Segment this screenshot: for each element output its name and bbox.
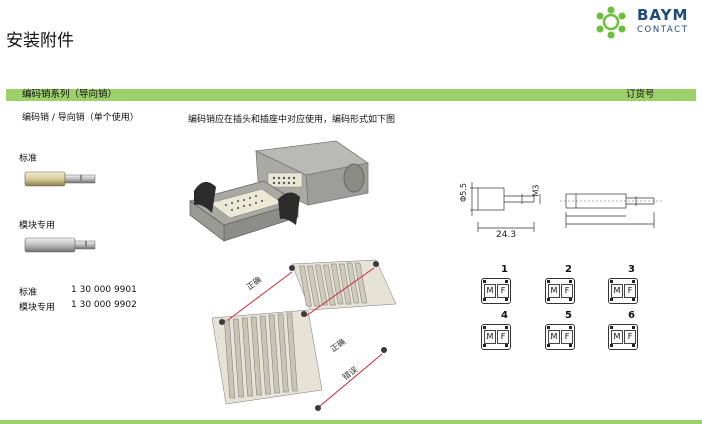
section-title: 编码销系列（导向销） <box>22 89 118 100</box>
coding-corner-dot <box>483 280 486 283</box>
coding-form-number: 6 <box>628 310 635 321</box>
coding-form-number: 1 <box>501 264 508 275</box>
order-row-standard: 标准 1 30 000 9901 <box>19 285 137 298</box>
coding-cell-male: M <box>611 330 623 344</box>
coding-cell-male: M <box>484 330 496 344</box>
module-pin-drawing <box>560 193 662 228</box>
coding-corner-dot <box>610 326 613 329</box>
coding-form-number: 5 <box>565 310 572 321</box>
dimension-thread: M3 <box>531 184 541 197</box>
order-row-code: 1 30 000 9902 <box>71 300 137 310</box>
label-module: 模块专用 <box>19 221 56 231</box>
order-number-heading: 订货号 <box>626 89 655 100</box>
coding-form-number: 4 <box>501 310 508 321</box>
coding-cell-male: M <box>548 330 560 344</box>
module-frame-image <box>211 259 397 411</box>
baym-logo-icon <box>596 6 626 39</box>
dimension-diameter: Φ5.5 <box>459 182 469 203</box>
coding-corner-dot <box>632 280 635 283</box>
order-row-code: 1 30 000 9901 <box>71 285 137 295</box>
coding-corner-dot <box>505 280 508 283</box>
page-title: 安装附件 <box>6 31 74 51</box>
coding-corner-dot <box>547 326 550 329</box>
dimension-length: 24.3 <box>496 230 517 240</box>
coding-form-number: 3 <box>628 264 635 275</box>
order-row-name: 标准 <box>19 288 38 298</box>
coding-corner-dot <box>505 344 508 347</box>
order-row-name: 模块专用 <box>19 303 56 313</box>
coding-corner-dot <box>569 344 572 347</box>
connector-housing-image <box>189 140 370 242</box>
coding-corner-dot <box>632 298 635 301</box>
label-standard: 标准 <box>19 154 38 164</box>
coding-cell-male: M <box>548 284 560 298</box>
order-row-module: 模块专用 1 30 000 9902 <box>19 300 137 313</box>
coding-corner-dot <box>483 326 486 329</box>
coding-corner-dot <box>505 326 508 329</box>
module-pin-image <box>24 237 96 253</box>
logo-brand: BAYM <box>637 6 689 24</box>
footer-bar <box>0 420 702 424</box>
coding-pin-heading: 编码销 / 导向销（单个使用） <box>22 113 139 123</box>
standard-pin-image <box>24 171 96 187</box>
coding-cell-female: F <box>624 284 636 298</box>
coding-corner-dot <box>547 280 550 283</box>
coding-corner-dot <box>569 280 572 283</box>
pin-dimension-drawing <box>470 182 541 232</box>
coding-cell-female: F <box>497 284 509 298</box>
coding-cell-male: M <box>611 284 623 298</box>
coding-corner-dot <box>569 298 572 301</box>
coding-form-number: 2 <box>565 264 572 275</box>
coding-description: 编码销应在插头和插座中对应使用，编码形式如下图 <box>188 115 396 125</box>
logo-sub: CONTACT <box>637 25 689 35</box>
coding-corner-dot <box>483 298 486 301</box>
coding-corner-dot <box>610 344 613 347</box>
coding-corner-dot <box>610 280 613 283</box>
coding-corner-dot <box>610 298 613 301</box>
coding-corner-dot <box>547 298 550 301</box>
coding-corner-dot <box>547 344 550 347</box>
section-bar <box>6 89 696 101</box>
coding-cell-male: M <box>484 284 496 298</box>
coding-cell-female: F <box>497 330 509 344</box>
coding-corner-dot <box>483 344 486 347</box>
coding-cell-female: F <box>624 330 636 344</box>
coding-corner-dot <box>632 326 635 329</box>
coding-corner-dot <box>505 298 508 301</box>
coding-corner-dot <box>569 326 572 329</box>
coding-cell-female: F <box>561 284 573 298</box>
coding-cell-female: F <box>561 330 573 344</box>
coding-corner-dot <box>632 344 635 347</box>
